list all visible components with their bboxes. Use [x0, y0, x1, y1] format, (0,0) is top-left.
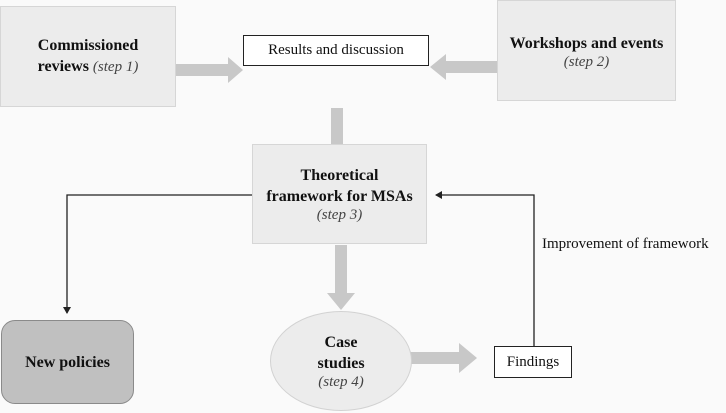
commissioned-reviews-subtitle: reviews (step 1) — [38, 56, 139, 78]
step-2-label: (step 2) — [563, 54, 610, 70]
findings-label: Findings — [506, 353, 560, 370]
step-3-label: (step 3) — [316, 206, 363, 223]
edge-findings-to-framework — [435, 191, 535, 347]
findings-box: Findings — [494, 346, 572, 378]
step-4-label: (step 4) — [318, 373, 364, 390]
step-1-label: (step 1) — [92, 59, 139, 75]
arrow-workshops-to-results — [430, 54, 498, 80]
commissioned-reviews-box: Commissioned reviews (step 1) — [0, 6, 176, 107]
new-policies-title: New policies — [25, 353, 110, 371]
results-discussion-box: Results and discussion — [243, 35, 429, 66]
workshops-events-box: Workshops and events (step 2) — [497, 0, 676, 101]
framework-title: Theoretical — [300, 166, 379, 184]
arrow-case-studies-to-findings — [410, 343, 477, 373]
workshops-events-title: Workshops and events — [509, 35, 664, 52]
improvement-label: Improvement of framework — [542, 236, 709, 252]
commissioned-reviews-title2: reviews — [37, 58, 89, 75]
arrow-reviews-to-results — [176, 57, 243, 83]
case-studies-title2: studies — [317, 354, 365, 372]
case-studies-ellipse: Case studies (step 4) — [270, 311, 412, 411]
results-discussion-label: Results and discussion — [268, 42, 404, 58]
new-policies-box: New policies — [1, 320, 134, 404]
framework-title2: framework for MSAs — [266, 187, 413, 205]
case-studies-title: Case — [324, 333, 358, 351]
arrow-framework-to-case-studies — [327, 245, 355, 310]
edge-framework-to-policies — [63, 194, 252, 314]
theoretical-framework-box: Theoretical framework for MSAs (step 3) — [252, 144, 427, 244]
commissioned-reviews-title: Commissioned — [37, 37, 139, 54]
